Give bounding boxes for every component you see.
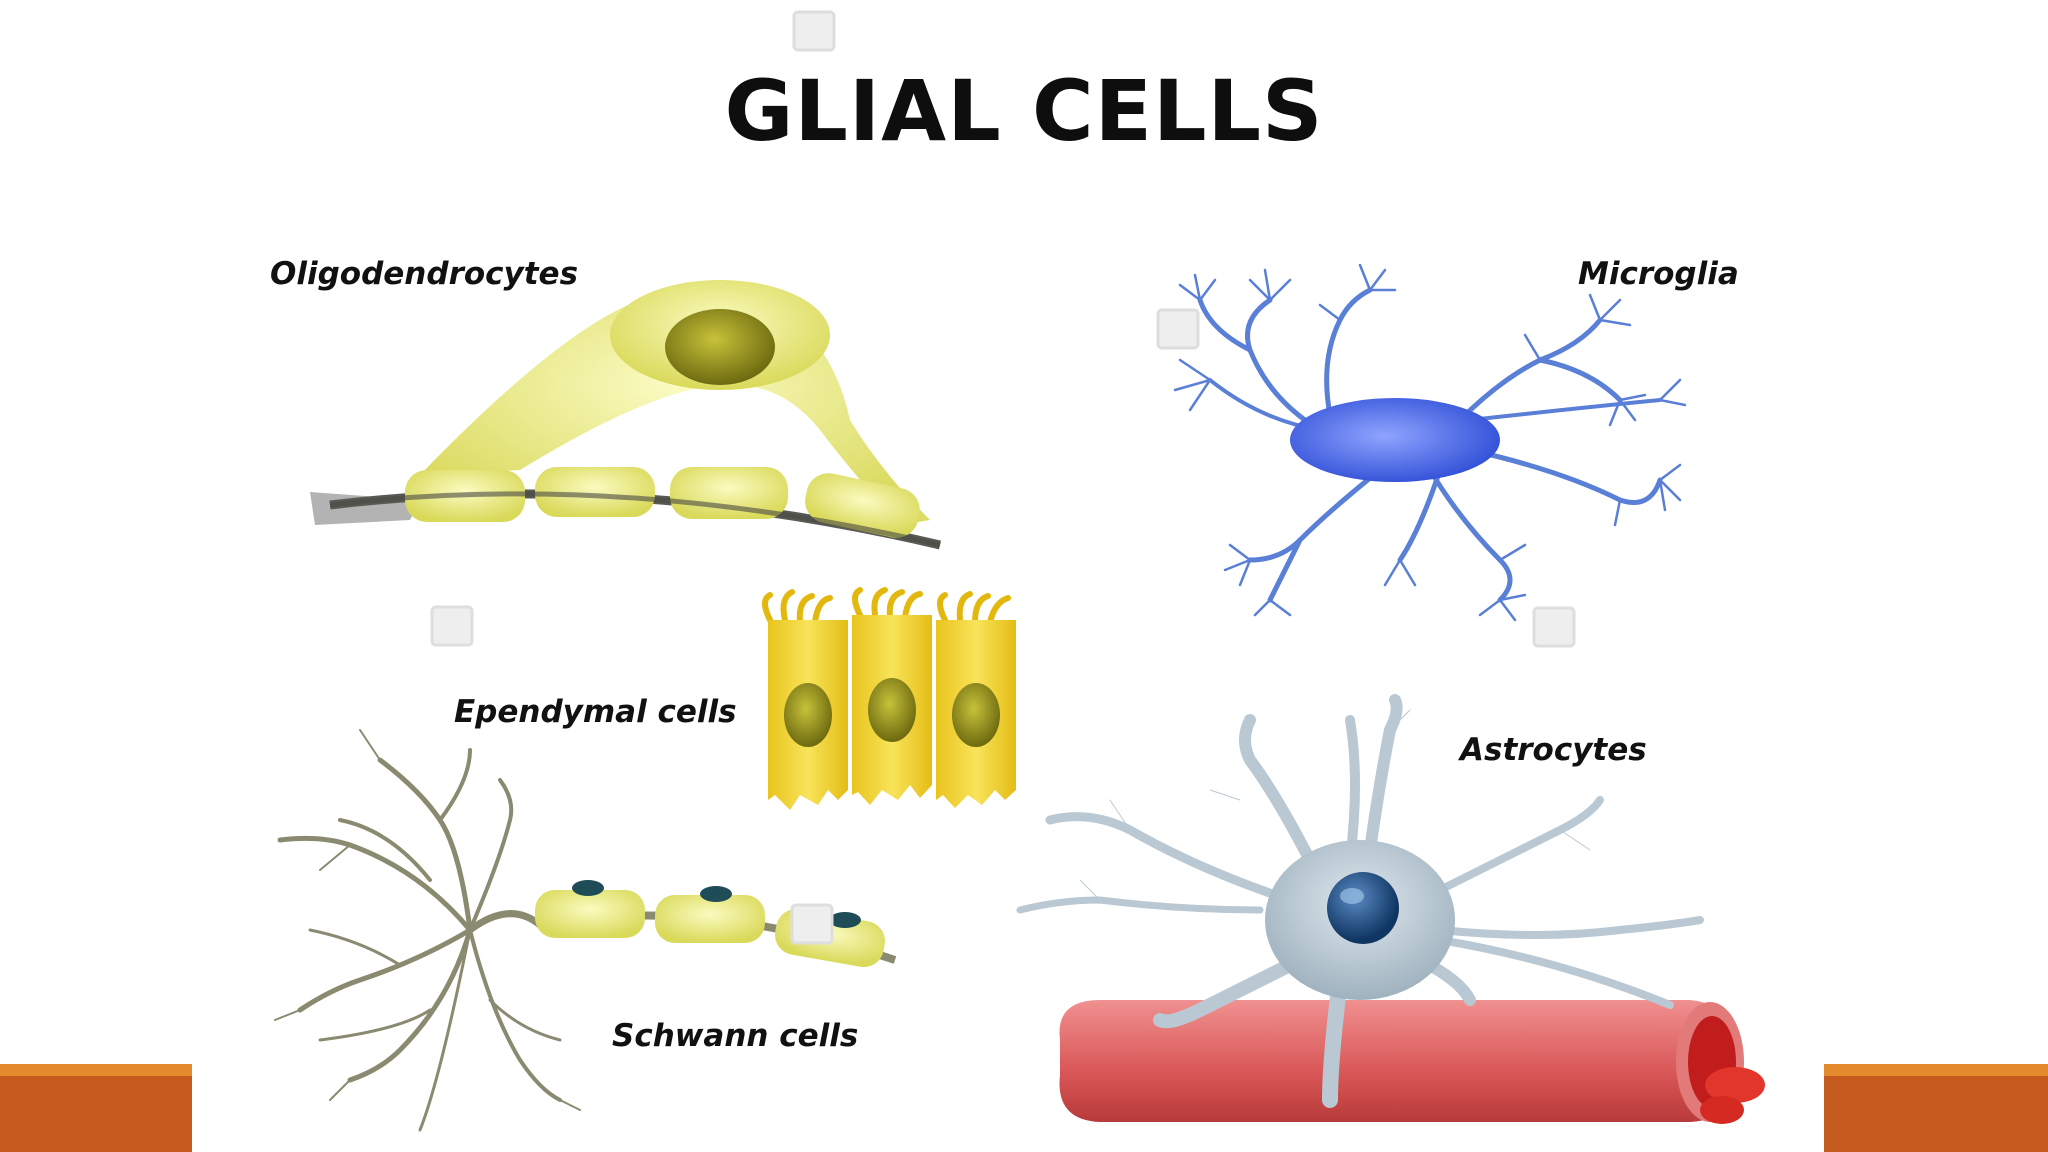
astrocyte-illustration xyxy=(1016,694,1765,1124)
label-ependymal-cells: Ependymal cells xyxy=(454,694,737,730)
label-astrocytes: Astrocytes xyxy=(1460,732,1647,768)
accent-bar-right xyxy=(1824,1064,2048,1152)
label-oligodendrocytes: Oligodendrocytes xyxy=(270,256,579,292)
microglia-cell-body xyxy=(1290,398,1500,482)
watermark-marks xyxy=(430,10,1576,945)
label-schwann-cells: Schwann cells xyxy=(612,1018,859,1054)
accent-bar-left xyxy=(0,1064,192,1152)
slide-title: GLIAL CELLS xyxy=(724,62,1324,160)
ependymal-cells-illustration xyxy=(762,587,1016,810)
microglia-illustration xyxy=(1173,263,1687,622)
oligodendrocyte-illustration xyxy=(310,280,942,550)
label-microglia: Microglia xyxy=(1578,256,1739,292)
